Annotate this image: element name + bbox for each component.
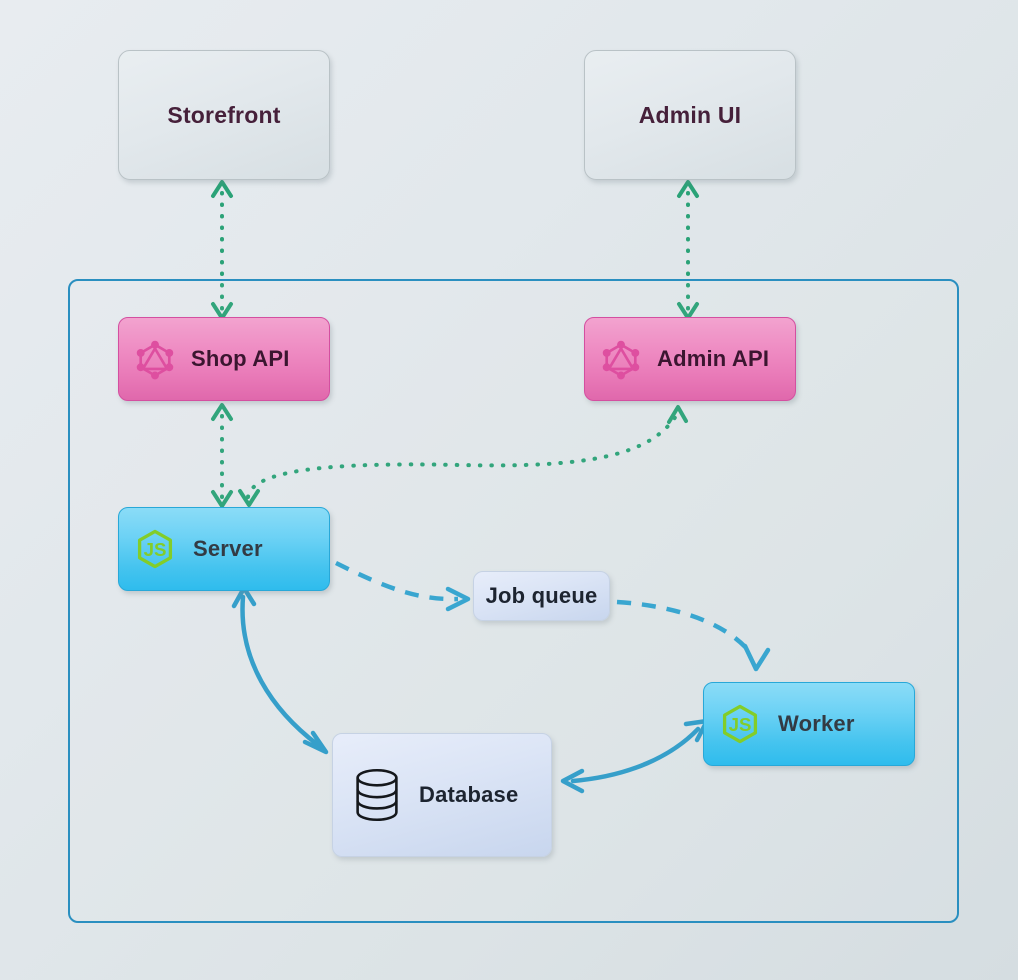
node-server[interactable]: JS Server <box>118 507 330 591</box>
node-storefront-label: Storefront <box>167 101 281 128</box>
node-job-queue[interactable]: Job queue <box>473 571 610 621</box>
node-admin-api-label: Admin API <box>657 346 770 371</box>
node-database[interactable]: Database <box>332 733 552 857</box>
nodejs-icon: JS <box>718 702 762 746</box>
node-worker-label: Worker <box>778 711 855 736</box>
node-job-queue-label: Job queue <box>485 583 598 608</box>
node-database-label: Database <box>419 782 519 807</box>
node-shop-api-label: Shop API <box>191 346 290 371</box>
node-server-label: Server <box>193 536 263 561</box>
graphql-icon <box>133 337 177 381</box>
node-admin-ui-label: Admin UI <box>638 101 742 128</box>
database-cylinder-icon <box>353 767 401 823</box>
node-shop-api[interactable]: Shop API <box>118 317 330 401</box>
node-admin-ui[interactable]: Admin UI <box>584 50 796 180</box>
graphql-icon <box>599 337 643 381</box>
node-worker[interactable]: JS Worker <box>703 682 915 766</box>
svg-text:JS: JS <box>729 714 752 735</box>
svg-text:JS: JS <box>144 539 167 560</box>
node-admin-api[interactable]: Admin API <box>584 317 796 401</box>
nodejs-icon: JS <box>133 527 177 571</box>
node-storefront[interactable]: Storefront <box>118 50 330 180</box>
